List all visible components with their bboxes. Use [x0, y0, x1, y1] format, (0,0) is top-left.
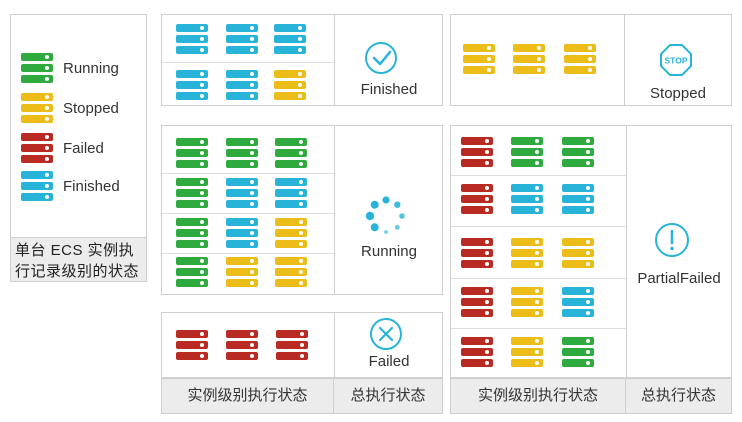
server-icon-blue — [226, 70, 258, 100]
legend-box: Running Stopped Failed Finished 单台 ECS 实… — [10, 14, 147, 282]
server-icon-yellow — [564, 44, 596, 74]
server-icon-yellow — [511, 287, 543, 317]
loading-spinner-icon — [365, 196, 405, 234]
server-icon-red — [461, 287, 493, 317]
server-icon-blue — [511, 184, 543, 214]
server-icon-green — [176, 178, 208, 208]
status-label: Failed — [368, 353, 410, 370]
server-icon — [21, 171, 53, 201]
server-icon-yellow — [226, 257, 258, 287]
server-icon-blue — [176, 24, 208, 54]
server-icon-yellow — [275, 257, 307, 287]
server-icon-blue — [562, 287, 594, 317]
server-icon-blue — [274, 24, 306, 54]
alert-circle-icon — [655, 223, 689, 257]
legend-label: Stopped — [63, 100, 119, 117]
x-circle-icon — [370, 318, 402, 350]
stop-sign-icon: STOP — [660, 44, 692, 76]
server-icon-red — [461, 184, 493, 214]
check-circle-icon — [365, 42, 397, 74]
footer-instance-status-right: 实例级别执行状态 — [450, 378, 626, 414]
legend-label: Finished — [63, 178, 120, 195]
server-icon-blue — [226, 178, 258, 208]
status-label: Stopped — [650, 85, 706, 102]
server-icon-yellow — [511, 337, 543, 367]
server-icon-blue — [226, 218, 258, 248]
server-icon — [21, 133, 53, 163]
server-icon-red — [276, 330, 308, 360]
footer-overall-status-left: 总执行状态 — [333, 378, 443, 414]
server-icon-green — [562, 137, 594, 167]
server-icon-green — [226, 138, 258, 168]
status-label: Running — [361, 243, 417, 260]
server-icon-yellow — [274, 70, 306, 100]
panel-running: Running — [161, 125, 443, 295]
panel-stopped: STOP Stopped — [450, 14, 732, 106]
server-icon-green — [511, 137, 543, 167]
server-icon-red — [176, 330, 208, 360]
status-label: Finished — [360, 81, 418, 98]
legend-label: Running — [63, 60, 119, 77]
server-icon-red — [461, 137, 493, 167]
server-icon-yellow — [275, 218, 307, 248]
footer-instance-status-left: 实例级别执行状态 — [161, 378, 334, 414]
panel-partial-failed: PartialFailed — [450, 125, 732, 378]
server-icon-blue — [562, 184, 594, 214]
server-icon-blue — [226, 24, 258, 54]
server-icon-green — [176, 138, 208, 168]
legend-caption: 单台 ECS 实例执行记录级别的状态 — [11, 237, 146, 281]
legend-label: Failed — [63, 140, 104, 157]
stop-sign-text: STOP — [665, 56, 688, 66]
server-icon-red — [461, 337, 493, 367]
server-icon-red — [461, 238, 493, 268]
footer-overall-status-right: 总执行状态 — [625, 378, 732, 414]
server-icon-green — [176, 257, 208, 287]
status-label: PartialFailed — [637, 270, 721, 287]
server-icon-yellow — [511, 238, 543, 268]
server-icon-green — [176, 218, 208, 248]
server-icon-yellow — [562, 238, 594, 268]
panel-failed: Failed — [161, 312, 443, 378]
server-icon-green — [562, 337, 594, 367]
server-icon-blue — [275, 178, 307, 208]
server-icon-yellow — [513, 44, 545, 74]
server-icon-red — [226, 330, 258, 360]
server-icon-green — [275, 138, 307, 168]
server-icon-blue — [176, 70, 208, 100]
server-icon-yellow — [463, 44, 495, 74]
server-icon — [21, 93, 53, 123]
panel-finished: Finished — [161, 14, 443, 106]
server-icon — [21, 53, 53, 83]
